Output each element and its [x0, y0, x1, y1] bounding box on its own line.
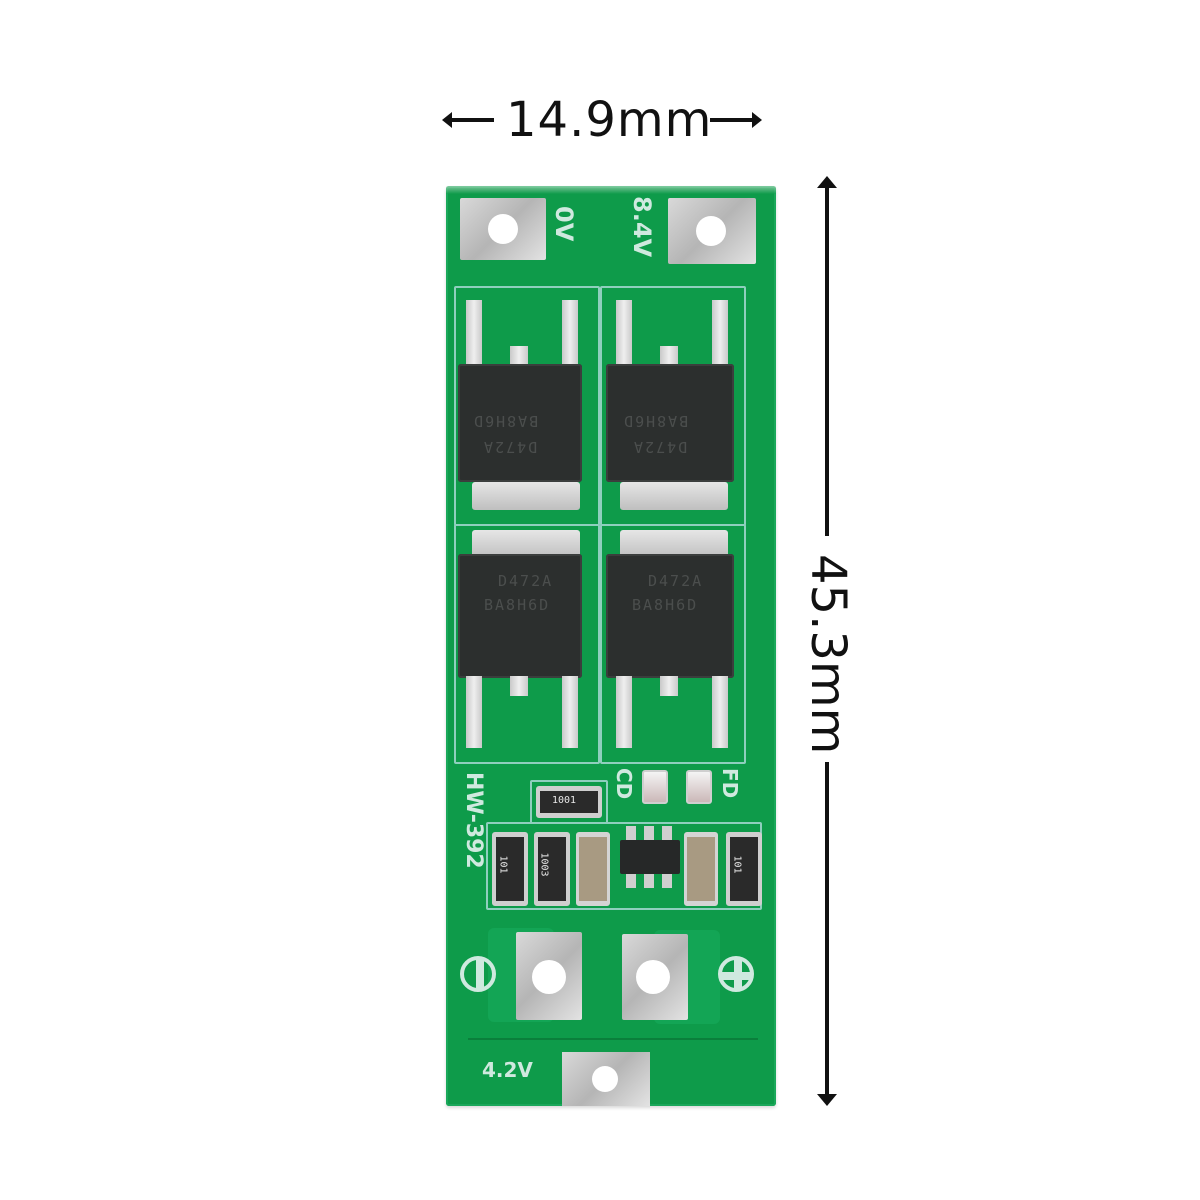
arrow-down-icon	[817, 762, 837, 1106]
mounting-hole	[488, 214, 518, 244]
capacitor	[684, 832, 718, 906]
pcb-board: 0V 8.4V BA8H6D D472A BA8H6D D472A D472A	[446, 186, 776, 1106]
indicator-label-fd: FD	[718, 768, 742, 799]
mosfet-marking: BA8H6D	[632, 596, 699, 614]
indicator-label-cd: CD	[612, 768, 636, 800]
led-cd	[642, 770, 668, 804]
resistor-1003: 1003	[534, 832, 570, 906]
width-dimension: 14.9mm	[440, 90, 764, 150]
mounting-hole	[636, 960, 670, 994]
plus-icon	[718, 956, 754, 992]
trace-line	[468, 1038, 758, 1040]
mosfet-marking: D472A	[648, 572, 704, 590]
mosfet-marking: BA8H6D	[484, 596, 551, 614]
resistor-label: 101	[731, 855, 743, 874]
output-pad-negative	[516, 932, 582, 1020]
resistor-101-left: 101	[492, 832, 528, 906]
mounting-hole	[592, 1066, 618, 1092]
mosfet-outline	[600, 524, 746, 764]
terminal-pad-4v2	[562, 1052, 650, 1106]
capacitor	[576, 832, 610, 906]
arrow-left-icon	[442, 112, 494, 128]
mosfet-marking: D472A	[632, 438, 688, 456]
model-label: HW-392	[461, 772, 486, 869]
output-pad-positive	[622, 934, 688, 1020]
arrow-right-icon	[710, 112, 762, 128]
mosfet-marking: BA8H6D	[622, 412, 689, 430]
resistor-label: 1001	[552, 795, 577, 806]
terminal-label-0v: 0V	[550, 206, 578, 242]
minus-icon	[460, 956, 496, 992]
mosfet-outline	[454, 524, 600, 764]
mounting-hole	[696, 216, 726, 246]
resistor-label: 1003	[538, 852, 550, 877]
mosfet-marking: BA8H6D	[472, 412, 539, 430]
height-dimension: 45.3mm	[800, 176, 856, 1110]
terminal-pad-8v4	[668, 198, 756, 264]
terminal-label-8v4: 8.4V	[628, 196, 656, 258]
resistor-101-right: 101	[726, 832, 762, 906]
mounting-hole	[532, 960, 566, 994]
height-label: 45.3mm	[800, 554, 856, 755]
mosfet-marking: D472A	[498, 572, 554, 590]
resistor-1001: 1001	[536, 786, 602, 818]
resistor-label: 101	[497, 855, 509, 874]
terminal-pad-0v	[460, 198, 546, 260]
mosfet-marking: D472A	[482, 438, 538, 456]
arrow-up-icon	[817, 176, 837, 536]
led-fd	[686, 770, 712, 804]
width-label: 14.9mm	[506, 92, 713, 148]
terminal-label-4v2: 4.2V	[482, 1058, 533, 1082]
